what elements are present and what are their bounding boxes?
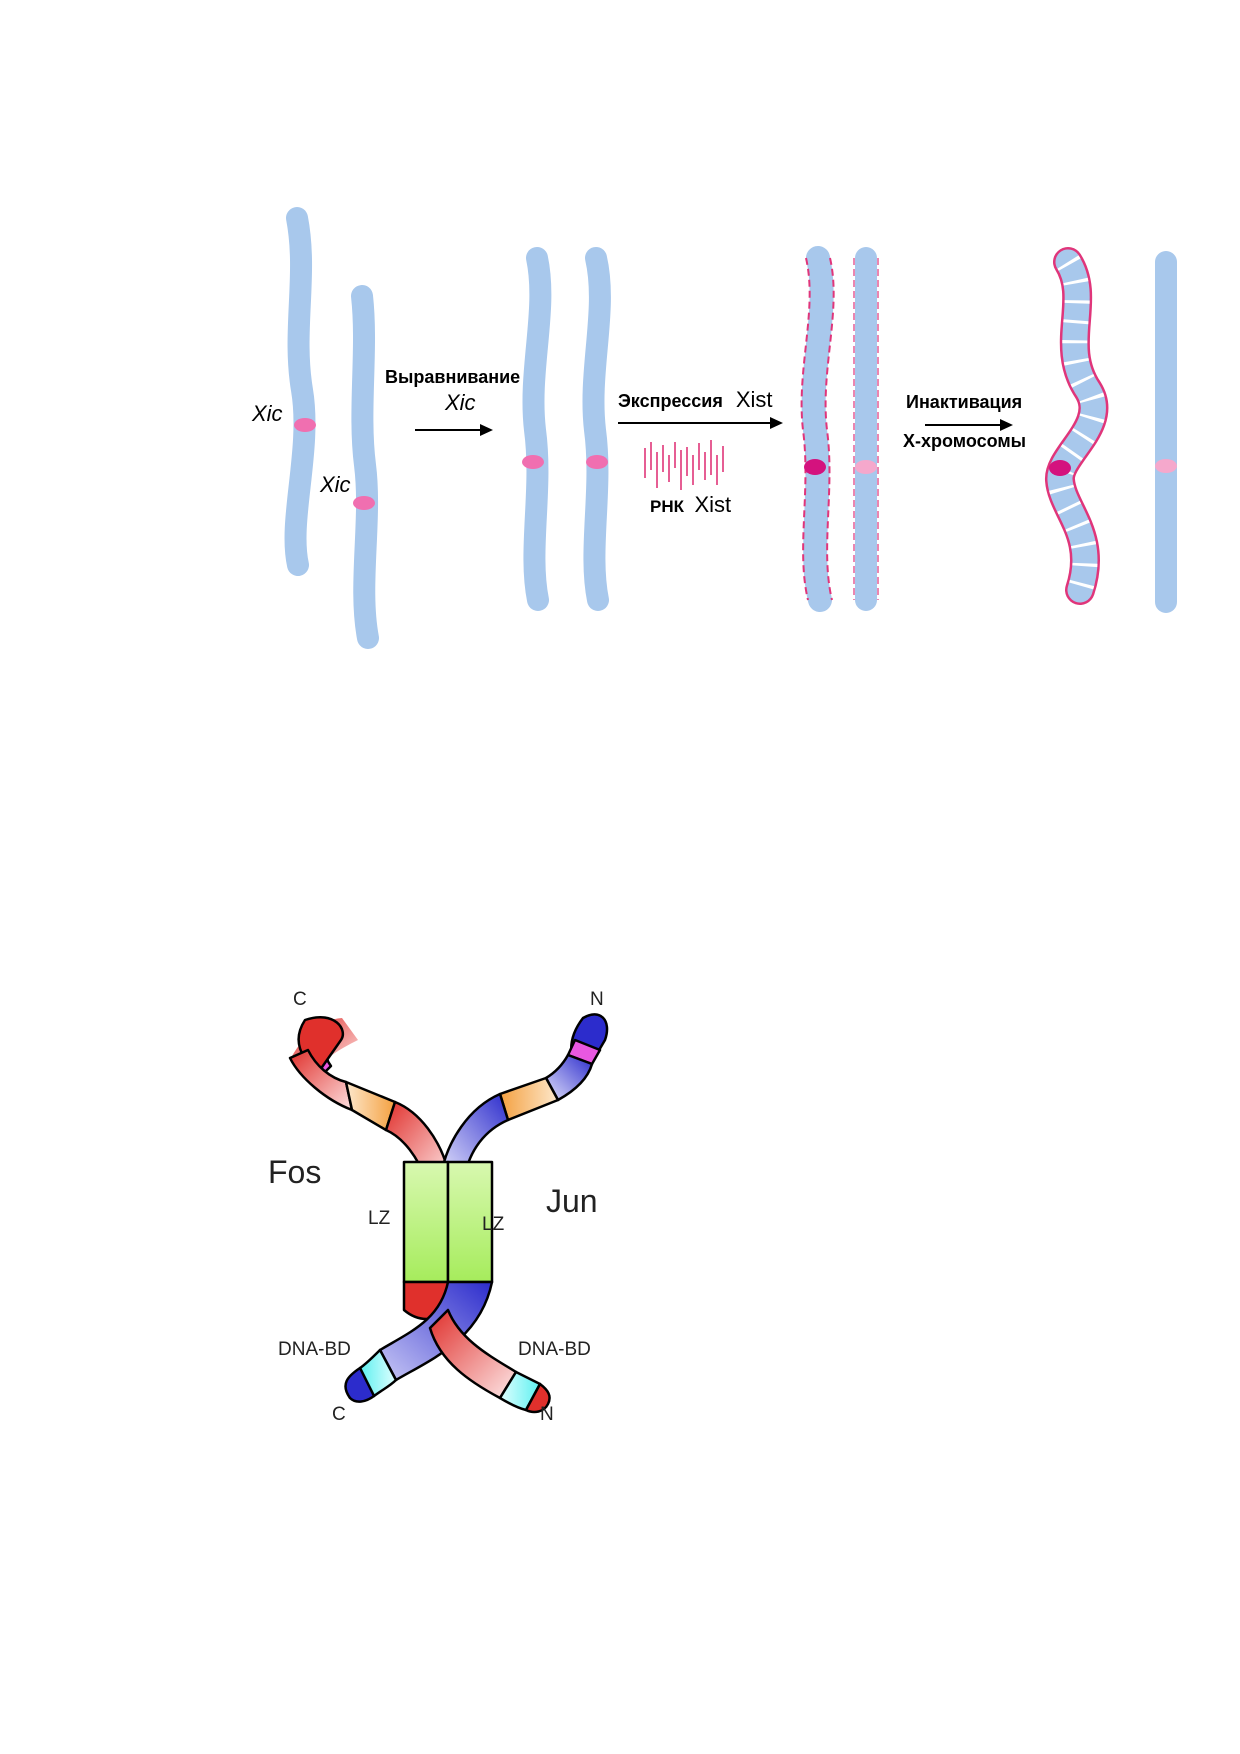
stage3-xist-coating (800, 246, 879, 612)
step-arrow-expression: Экспрессия Xist РНК Xist (618, 387, 783, 517)
dnabd-left-label: DNA-BD (278, 1339, 351, 1360)
dnabd-right-label: DNA-BD (518, 1339, 591, 1360)
step-arrow-alignment: Выравнивание Xic (385, 367, 520, 436)
xic-locus-4a-active (1049, 460, 1071, 476)
step-arrow-inactivation: Инактивация Х-хромосомы (903, 392, 1026, 451)
chromosome-1b (351, 285, 379, 649)
xic-locus-3a-active (804, 459, 826, 475)
chromosome-2a (522, 247, 552, 611)
chromosome-1a (284, 207, 316, 576)
alignment-label: Выравнивание (385, 367, 520, 387)
fos-lower-arm (402, 1280, 450, 1321)
x-inactivation-figure: Xic Xic Выравнивание Xic Экспрессия Xist (251, 207, 1177, 649)
xist-rna-squiggles (644, 440, 724, 490)
jun-lower-arm (344, 1280, 494, 1403)
chromosome-2b (582, 247, 611, 611)
n-terminus-bottom-right: N (540, 1404, 554, 1425)
xic-locus-1b (353, 496, 375, 510)
chromosome-3a-coated (801, 246, 834, 612)
jun-label: Jun (546, 1183, 598, 1219)
inactivation-label-line1: Инактивация (906, 392, 1022, 412)
xic-locus-2a (522, 455, 544, 469)
alignment-sublabel: Xic (444, 390, 476, 415)
stage1-unaligned-chromosomes: Xic Xic (251, 207, 379, 649)
stage2-aligned-chromosomes (522, 247, 611, 611)
leucine-zipper (402, 1160, 494, 1284)
c-terminus-bottom-left: C (332, 1404, 346, 1425)
lz-left-label: LZ (368, 1208, 391, 1229)
xic-locus-1a (294, 418, 316, 432)
xic-locus-4b-faded (1155, 459, 1177, 473)
fos-jun-labels: Fos Jun LZ LZ DNA-BD DNA-BD C N C N (268, 989, 604, 1425)
rna-xist-label: РНК Xist (650, 492, 731, 517)
xic-locus-2b (586, 455, 608, 469)
xic-label-top: Xic (251, 401, 283, 426)
fos-label: Fos (268, 1154, 321, 1190)
inactive-x-banding (1047, 255, 1106, 594)
expression-label: Экспрессия Xist (618, 387, 773, 412)
lz-right-label: LZ (482, 1214, 505, 1235)
n-terminus-top-right: N (590, 989, 604, 1010)
jun-upper-arm (440, 1013, 609, 1187)
xist-coat-outline-3b (853, 258, 879, 600)
c-terminus-top-left: C (293, 989, 307, 1010)
xist-coat-outline-3a (800, 257, 835, 601)
fos-lower-arm-tail (428, 1308, 551, 1414)
stage4-inactive-x (1045, 247, 1177, 613)
fos-upper-arm (288, 1016, 450, 1187)
xic-label-bottom: Xic (319, 472, 351, 497)
xic-locus-3b-faded (855, 460, 877, 474)
inactivation-label-line2: Х-хромосомы (903, 431, 1026, 451)
